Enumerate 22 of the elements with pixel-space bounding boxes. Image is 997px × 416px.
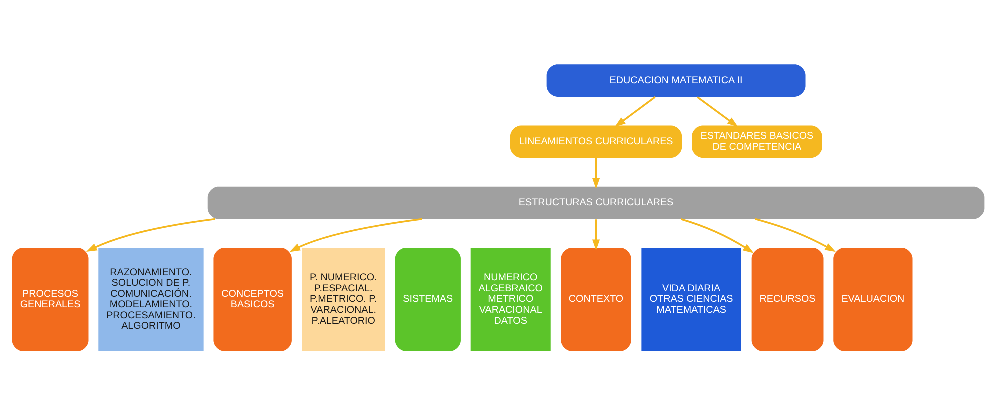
node-box: LINEAMIENTOS CURRICULARES (510, 126, 682, 158)
arrow (697, 96, 738, 128)
node-box: SISTEMAS (395, 248, 461, 352)
node-box: PROCESOS GENERALES (12, 248, 89, 352)
arrow (614, 96, 656, 128)
node-box: CONCEPTOS BASICOS (214, 248, 292, 352)
node-box: RAZONAMIENTO. SOLUCION DE P. COMUNICACIÓN. MODELAMIENTO. PROCESAMIENTO. ALGORITMO (98, 248, 204, 352)
arrow (680, 218, 754, 254)
arrow (86, 218, 216, 252)
node-box: EDUCACION MATEMATICA II (546, 64, 806, 97)
node-box: RECURSOS (752, 248, 824, 352)
node-box: CONTEXTO (561, 248, 632, 352)
arrow (592, 158, 600, 190)
node-box: P. NUMERICO. P.ESPACIAL. P.METRICO. P. VARACIONAL. P.ALEATORIO (302, 248, 385, 352)
arrow (592, 220, 600, 251)
arrow (755, 218, 836, 252)
node-box: ESTRUCTURAS CURRICULARES (208, 186, 985, 220)
node-box: EVALUACION (834, 248, 913, 352)
node-box: VIDA DIARIA OTRAS CIENCIAS MATEMATICAS (642, 248, 742, 352)
arrow (290, 218, 422, 252)
node-box: NUMERICO ALGEBRAICO METRICO VARACIONAL DATOS (470, 248, 551, 352)
node-box: ESTANDARES BASICOS DE COMPETENCIA (692, 126, 822, 158)
